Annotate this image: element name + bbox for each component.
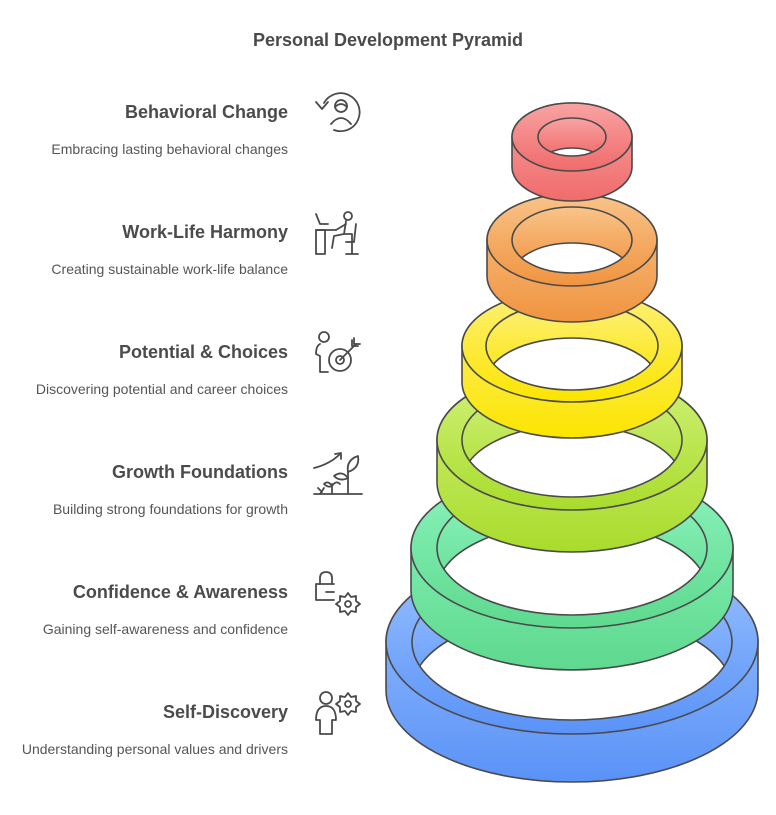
level-desc-growth-foundations: Building strong foundations for growth <box>52 501 288 517</box>
person-cycle-icon <box>310 90 366 136</box>
ring-potential-choices <box>461 289 683 439</box>
lock-gear-icon <box>310 570 366 616</box>
plant-growth-icon <box>310 450 366 496</box>
level-title-work-life-harmony: Work-Life Harmony <box>122 222 288 242</box>
person-target-icon <box>310 330 366 376</box>
level-title-growth-foundations: Growth Foundations <box>112 462 288 482</box>
level-desc-work-life-harmony: Creating sustainable work-life balance <box>51 261 288 277</box>
person-gear-icon <box>310 690 366 736</box>
ring-inner-wall <box>538 118 606 156</box>
ring-work-life-harmony <box>486 193 658 323</box>
level-title-behavioral-change: Behavioral Change <box>124 102 288 122</box>
diagram-title: Personal Development Pyramid <box>252 30 524 50</box>
level-title-potential-choices: Potential & Choices <box>118 342 288 362</box>
level-desc-self-discovery: Understanding personal values and driver… <box>21 741 288 757</box>
level-desc-potential-choices: Discovering potential and career choices <box>35 381 288 397</box>
ring-hole <box>512 242 632 273</box>
level-title-self-discovery: Self-Discovery <box>162 702 288 722</box>
ring-hole <box>538 147 606 156</box>
ring-inner-edge <box>537 117 607 157</box>
level-desc-behavioral-change: Embracing lasting behavioral changes <box>51 141 288 157</box>
ring-hole <box>486 337 658 390</box>
ring-inner-edge <box>511 206 633 274</box>
ring-behavioral-change <box>511 102 633 202</box>
desk-worker-icon <box>310 210 366 256</box>
level-desc-confidence-awareness: Gaining self-awareness and confidence <box>42 621 288 637</box>
level-title-confidence-awareness: Confidence & Awareness <box>72 582 288 602</box>
